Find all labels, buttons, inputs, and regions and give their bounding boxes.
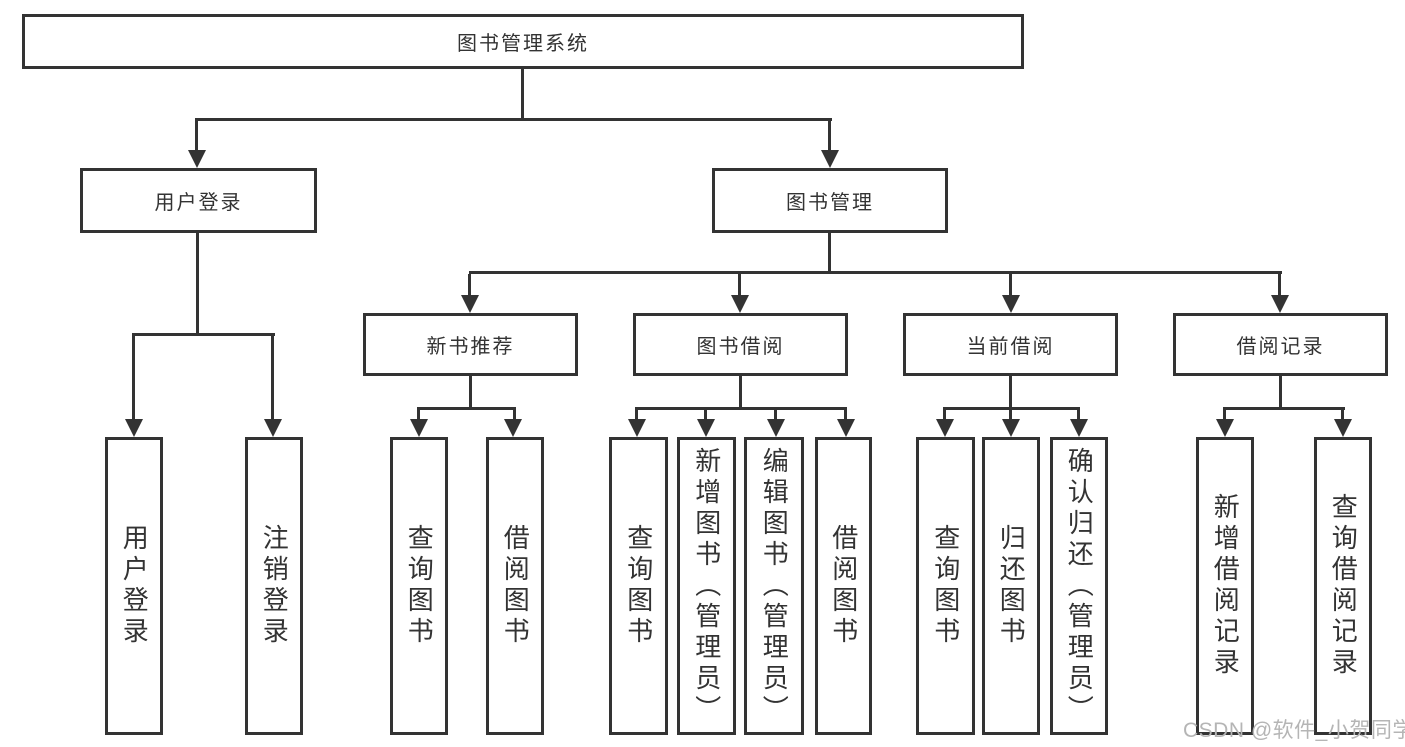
connector-line: [1009, 410, 1012, 420]
arrow-down-icon: [936, 419, 954, 437]
connector-line: [635, 410, 638, 420]
arrow-down-icon: [731, 295, 749, 313]
node-new-book-recommend-label: 新书推荐: [426, 336, 515, 358]
leaf-query-borrow-record: 查询借阅记录: [1314, 437, 1372, 735]
arrow-down-icon: [461, 295, 479, 313]
connector-line: [1279, 376, 1282, 409]
node-book-borrow: 图书借阅: [633, 313, 848, 376]
connector-line: [513, 410, 516, 420]
arrow-down-icon: [125, 419, 143, 437]
leaf-confirm-return-admin: 确认归还（管理员）: [1050, 437, 1108, 735]
leaf-edit-book-admin-label: 编辑图书（管理员）: [759, 446, 790, 726]
leaf-return-book: 归还图书: [982, 437, 1040, 735]
leaf-add-borrow-record: 新增借阅记录: [1196, 437, 1254, 735]
connector-line: [196, 233, 199, 335]
leaf-query-books-recommend-label: 查询图书: [404, 524, 435, 648]
leaf-edit-book-admin: 编辑图书（管理员）: [744, 437, 804, 735]
leaf-logout: 注销登录: [245, 437, 303, 735]
node-user-login-label: 用户登录: [154, 192, 243, 214]
node-root-label: 图书管理系统: [457, 33, 589, 55]
connector-line: [1278, 274, 1281, 296]
connector-line: [1223, 410, 1226, 420]
leaf-query-books-recommend: 查询图书: [390, 437, 448, 735]
connector-line: [1009, 376, 1012, 409]
connector-line: [1341, 410, 1344, 420]
arrow-down-icon: [1070, 419, 1088, 437]
arrow-down-icon: [188, 150, 206, 168]
leaf-return-book-label: 归还图书: [996, 524, 1027, 648]
node-root: 图书管理系统: [22, 14, 1024, 69]
connector-line: [521, 69, 524, 120]
connector-line: [738, 274, 741, 296]
connector-line: [774, 410, 777, 420]
leaf-add-book-admin-label: 新增图书（管理员）: [691, 446, 722, 726]
connector-line: [1077, 410, 1080, 420]
leaf-add-borrow-record-label: 新增借阅记录: [1210, 493, 1241, 679]
node-book-management: 图书管理: [712, 168, 948, 233]
arrow-down-icon: [697, 419, 715, 437]
connector-line: [1223, 407, 1345, 410]
arrow-down-icon: [1334, 419, 1352, 437]
arrow-down-icon: [264, 419, 282, 437]
node-book-management-label: 图书管理: [786, 192, 874, 214]
watermark: CSDN @软件_小贺同学: [1183, 719, 1405, 742]
connector-line: [132, 336, 135, 420]
leaf-query-books-current-label: 查询图书: [930, 524, 961, 648]
connector-line: [844, 410, 847, 420]
connector-line: [1009, 274, 1012, 296]
connector-line: [468, 274, 471, 296]
node-user-login: 用户登录: [80, 168, 317, 233]
leaf-add-book-admin: 新增图书（管理员）: [677, 437, 736, 735]
connector-line: [469, 376, 472, 409]
leaf-query-books-current: 查询图书: [916, 437, 975, 735]
leaf-borrow-books-label: 借阅图书: [828, 524, 859, 648]
arrow-down-icon: [767, 419, 785, 437]
arrow-down-icon: [504, 419, 522, 437]
leaf-confirm-return-admin-label: 确认归还（管理员）: [1064, 446, 1095, 726]
node-current-borrow: 当前借阅: [903, 313, 1118, 376]
leaf-user-login-label: 用户登录: [119, 524, 150, 648]
connector-line: [271, 336, 274, 420]
arrow-down-icon: [410, 419, 428, 437]
connector-line: [943, 407, 1080, 410]
leaf-query-books-borrow: 查询图书: [609, 437, 668, 735]
leaf-logout-label: 注销登录: [259, 524, 290, 648]
arrow-down-icon: [837, 419, 855, 437]
connector-line: [739, 376, 742, 409]
leaf-query-books-borrow-label: 查询图书: [623, 524, 654, 648]
arrow-down-icon: [1002, 295, 1020, 313]
node-borrow-record: 借阅记录: [1173, 313, 1388, 376]
arrow-down-icon: [1271, 295, 1289, 313]
connector-line: [195, 121, 198, 153]
connector-line: [828, 121, 831, 153]
connector-line: [635, 407, 847, 410]
leaf-borrow-books: 借阅图书: [815, 437, 872, 735]
connector-line: [943, 410, 946, 420]
node-current-borrow-label: 当前借阅: [966, 336, 1055, 358]
connector-line: [828, 233, 831, 273]
arrow-down-icon: [1002, 419, 1020, 437]
connector-line: [469, 271, 1282, 274]
arrow-down-icon: [1216, 419, 1234, 437]
leaf-query-borrow-record-label: 查询借阅记录: [1328, 493, 1359, 679]
connector-line: [704, 410, 707, 420]
leaf-user-login: 用户登录: [105, 437, 163, 735]
arrow-down-icon: [628, 419, 646, 437]
node-new-book-recommend: 新书推荐: [363, 313, 578, 376]
connector-line: [417, 407, 516, 410]
leaf-borrow-books-recommend-label: 借阅图书: [500, 524, 531, 648]
arrow-down-icon: [821, 150, 839, 168]
leaf-borrow-books-recommend: 借阅图书: [486, 437, 544, 735]
connector-line: [132, 333, 275, 336]
node-book-borrow-label: 图书借阅: [696, 336, 785, 358]
connector-line: [417, 410, 420, 420]
connector-line: [195, 118, 832, 121]
node-borrow-record-label: 借阅记录: [1236, 336, 1325, 358]
